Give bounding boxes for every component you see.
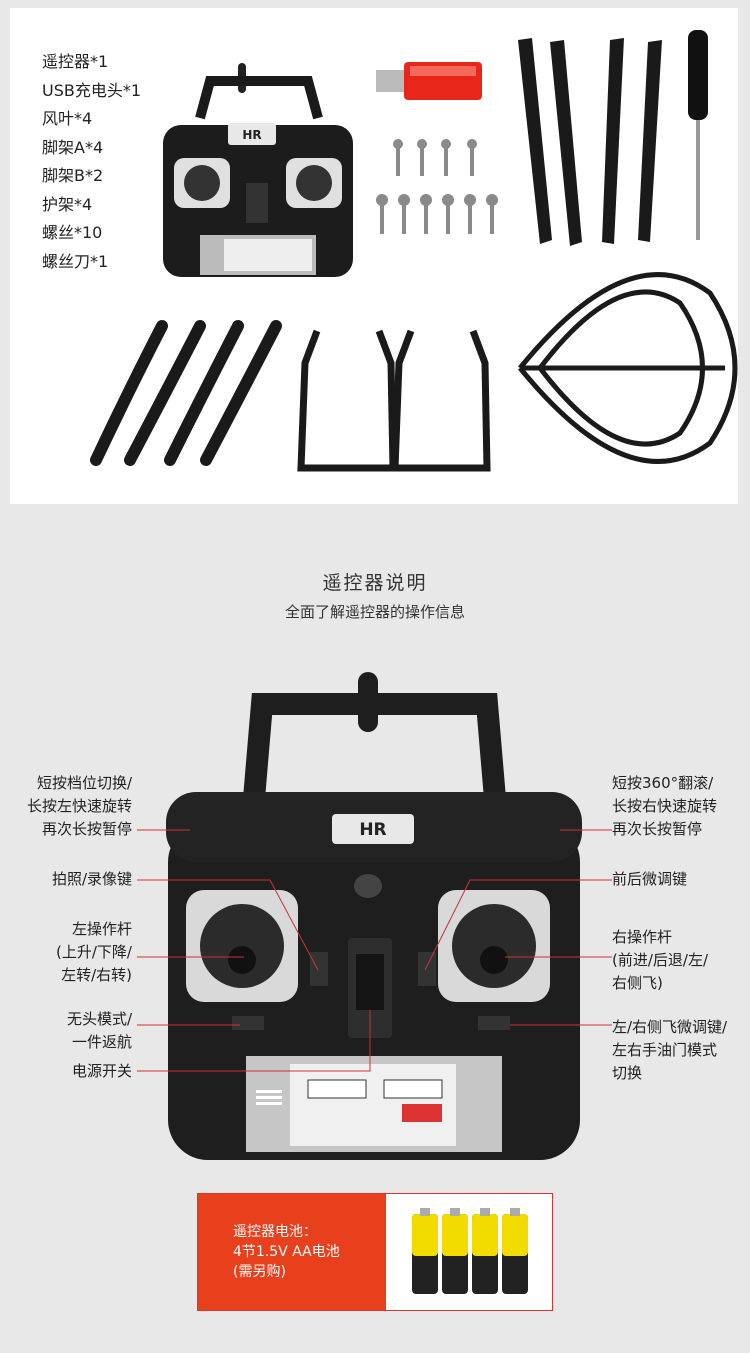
list-item: 螺丝刀*1 xyxy=(42,251,109,271)
remote-brand-logo: HR xyxy=(359,820,386,840)
usb-charger-image xyxy=(376,62,482,100)
propellers-image xyxy=(518,38,662,246)
list-item: 遥控器*1 xyxy=(42,52,109,71)
battery-line3: (需另购) xyxy=(233,1264,286,1280)
battery-info-box: 遥控器电池： 4节1.5V AA电池 (需另购) xyxy=(197,1193,553,1311)
label-left-gear-switch: 短按档位切换/ 长按左快速旋转 再次长按暂停 xyxy=(26,774,132,838)
contents-panel: 遥控器*1 USB充电头*1 风叶*4 脚架A*4 脚架B*2 护架*4 螺丝*… xyxy=(10,8,738,504)
battery-line2: 4节1.5V AA电池 xyxy=(233,1244,340,1260)
label-left-headless: 无头模式/ 一件返航 xyxy=(66,1010,132,1051)
list-item: 脚架A*4 xyxy=(42,137,104,157)
screwdriver-image xyxy=(688,30,708,240)
label-right-side-trim: 左/右侧飞微调键/ 左右手油门模式 切换 xyxy=(612,1018,728,1082)
list-item: 螺丝*10 xyxy=(42,223,103,242)
battery-info-panel: 遥控器电池： 4节1.5V AA电池 (需另购) xyxy=(198,1194,386,1310)
brand-logo: HR xyxy=(242,128,261,142)
label-right-trim: 前后微调键 xyxy=(612,870,688,888)
list-item: 风叶*4 xyxy=(42,109,93,128)
section-subtitle: 全面了解遥控器的操作信息 xyxy=(284,603,465,621)
contents-list: 遥控器*1 USB充电头*1 风叶*4 脚架A*4 脚架B*2 护架*4 螺丝*… xyxy=(42,48,141,276)
list-item: 护架*4 xyxy=(42,194,93,214)
battery-line1: 遥控器电池： xyxy=(233,1224,317,1240)
label-left-stick: 左操作杆 (上升/下降/ 左转/右转) xyxy=(56,920,132,984)
remote-controller-image: HR xyxy=(166,672,582,1160)
small-remote-image: HR xyxy=(163,63,353,277)
guards-image xyxy=(518,272,738,464)
batteries-image xyxy=(412,1208,528,1294)
section-title: 遥控器说明 xyxy=(322,572,428,594)
legs-a-image xyxy=(90,320,282,466)
label-left-power: 电源开关 xyxy=(71,1062,132,1080)
label-right-flip: 短按360°翻滚/ 长按右快速旋转 再次长按暂停 xyxy=(612,774,718,838)
label-left-photo-video: 拍照/录像键 xyxy=(51,870,132,888)
screws-image xyxy=(376,139,498,234)
label-right-stick: 右操作杆 (前进/后退/左/ 右侧飞) xyxy=(612,928,709,992)
list-item: 脚架B*2 xyxy=(42,166,104,185)
list-item: USB充电头*1 xyxy=(42,80,142,100)
legs-b-image xyxy=(297,329,491,472)
